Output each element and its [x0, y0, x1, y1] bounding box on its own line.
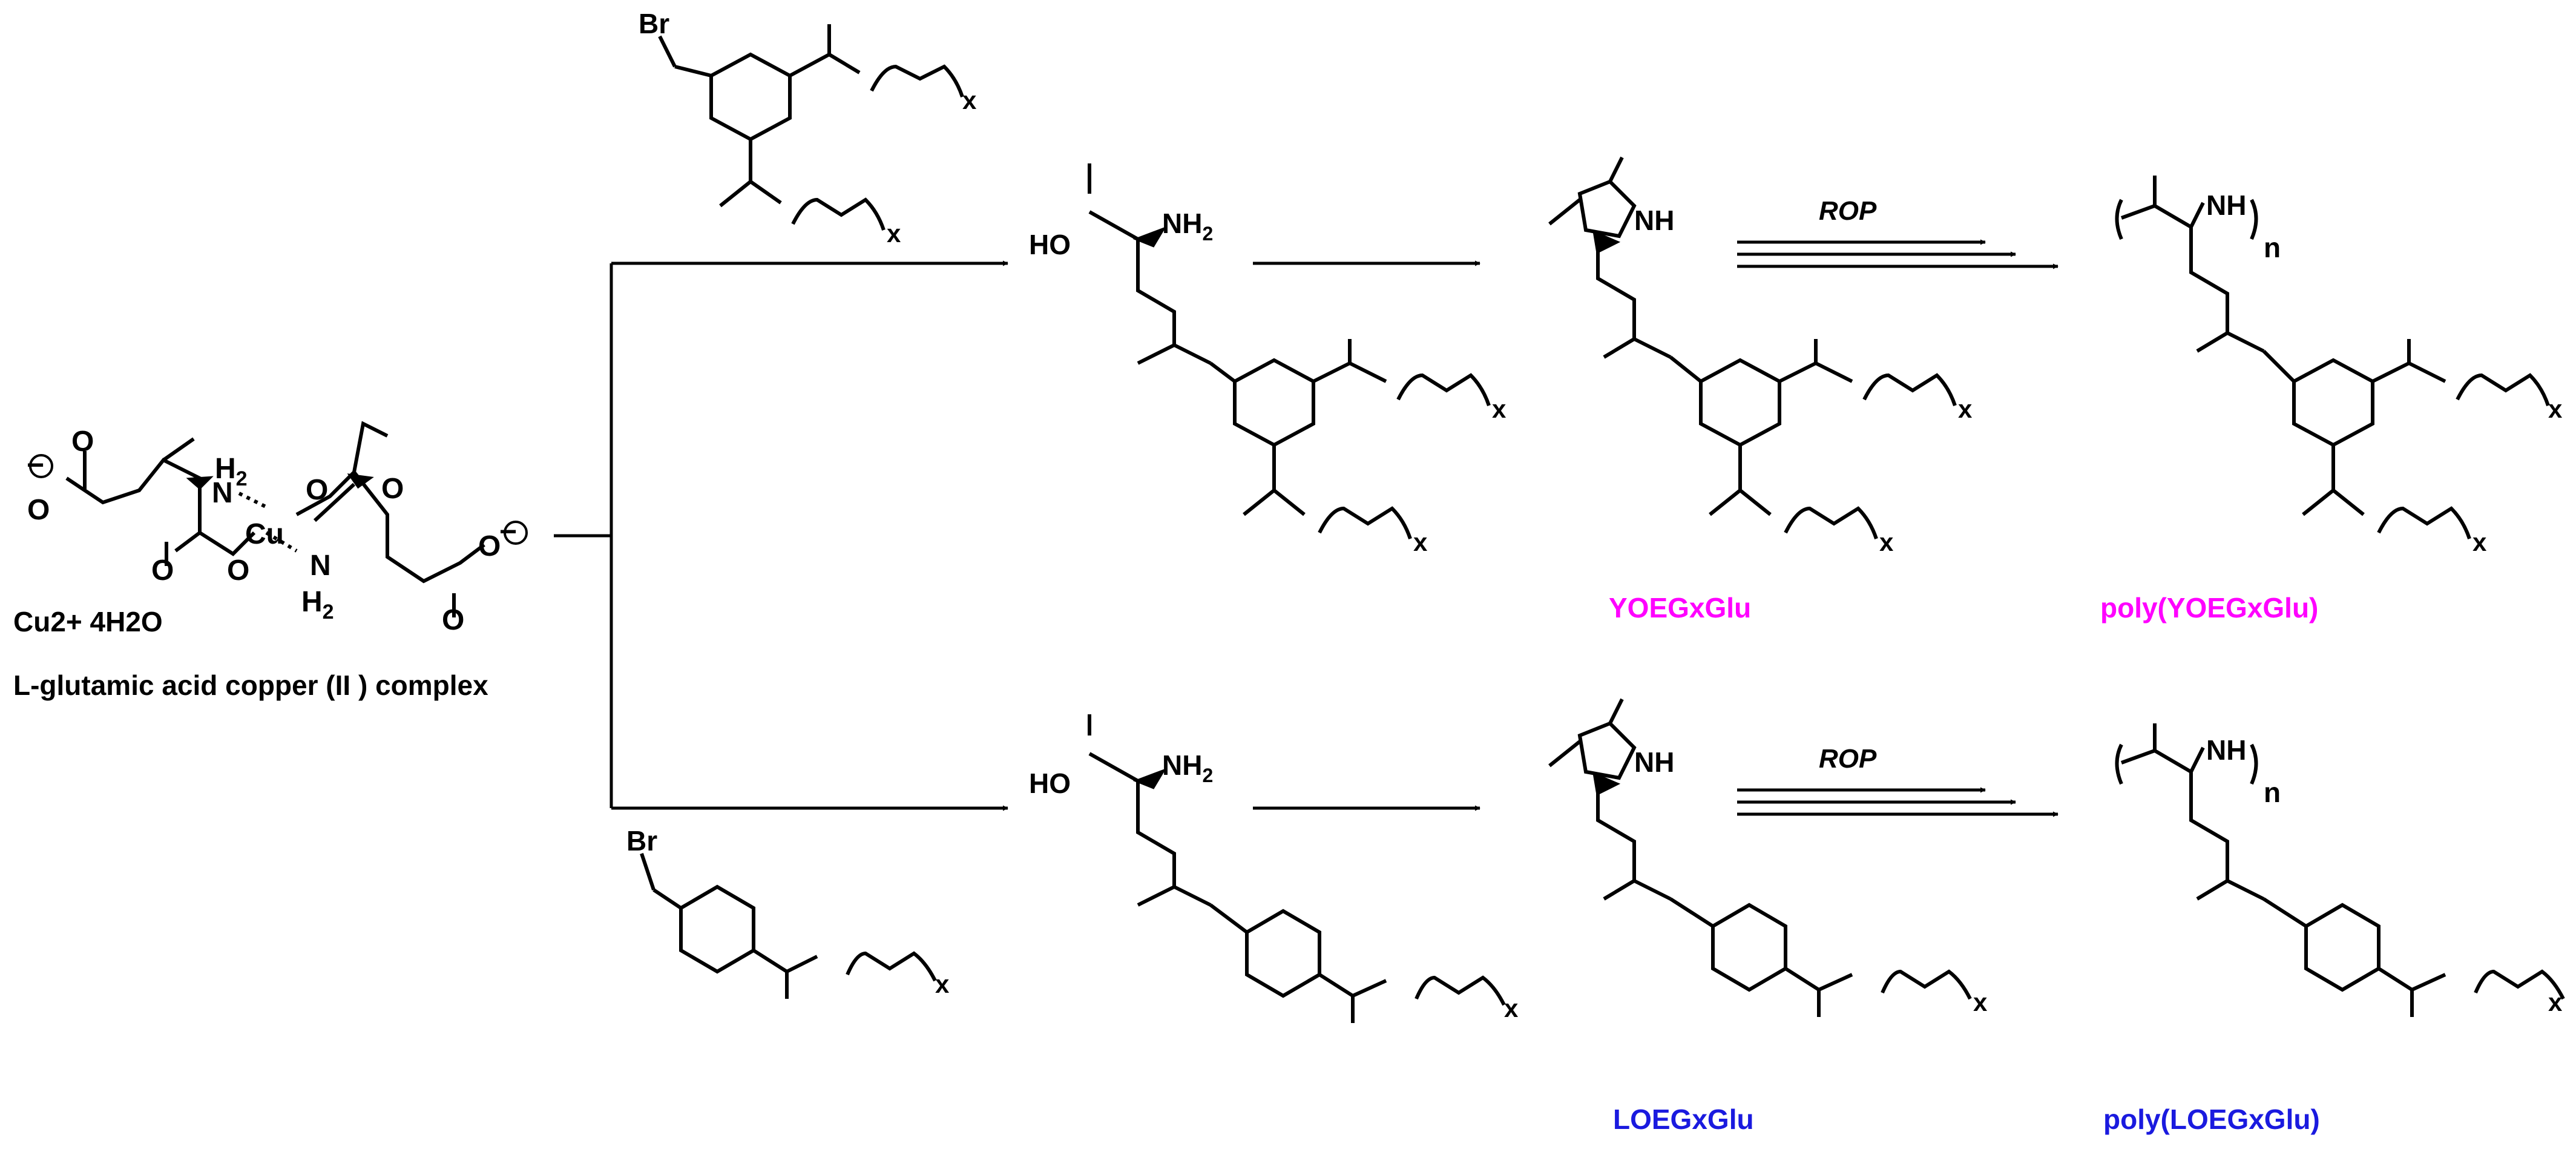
peg-x-9: x — [1973, 988, 1988, 1016]
top-aa-hydroxyl: HO — [1029, 229, 1071, 260]
complex-name-label: L-glutamic acid copper (II ) complex — [13, 670, 488, 701]
step-arrows — [1253, 260, 1480, 811]
yoeg-polymer-label: poly(YOEGxGlu) — [2100, 592, 2318, 624]
rop-arrows-top — [1737, 239, 2058, 269]
loeg-monomer-label: LOEGxGlu — [1613, 1104, 1754, 1135]
peg-x-6: x — [1504, 994, 1519, 1022]
counter-ion-label: Cu2+ 4H2O — [13, 606, 163, 637]
loeg-nca-nh: NH — [1634, 746, 1674, 778]
complex-o-2: O — [71, 426, 94, 458]
bottom-reagent-structure — [640, 853, 937, 999]
yoeg-polymer-structure — [2115, 176, 2550, 539]
top-amino-acid-structure — [1088, 163, 1491, 539]
copper-complex-structure — [65, 421, 485, 617]
loeg-polymer-label: poly(LOEGxGlu) — [2103, 1104, 2320, 1135]
bottom-amino-acid-structure — [1088, 714, 1506, 1023]
peg-x-10: x — [2548, 395, 2563, 423]
complex-o-4: O — [227, 554, 249, 587]
yoeg-nca-nh: NH — [1634, 205, 1674, 236]
peg-x-8: x — [1879, 528, 1894, 556]
top-reagent-br: Br — [639, 8, 669, 39]
complex-o-6: O — [381, 473, 404, 505]
rop-arrows-bottom — [1737, 787, 2058, 817]
yoeg-polymer-nh: NH — [2206, 189, 2246, 221]
complex-o-8: O — [478, 530, 501, 562]
loeg-monomer-structure — [1548, 698, 1972, 1017]
branch-connector — [554, 260, 1008, 811]
peg-x-3: x — [935, 970, 950, 998]
bottom-reagent-br: Br — [626, 825, 657, 857]
complex-o-5: O — [306, 474, 328, 506]
charge-circle-right — [504, 521, 528, 545]
complex-o-7: O — [442, 604, 464, 636]
peg-x-12: x — [2548, 988, 2563, 1016]
complex-n-2-label: N — [310, 550, 331, 582]
peg-x-5: x — [1413, 528, 1428, 556]
bottom-aa-amine: NH2 — [1162, 749, 1213, 786]
peg-x-1: x — [962, 86, 977, 114]
peg-x-2: x — [887, 219, 901, 248]
charge-circle-left — [29, 454, 53, 478]
complex-o-3: O — [151, 554, 174, 587]
loeg-polymer-n: n — [2264, 777, 2281, 808]
yoeg-monomer-label: YOEGxGlu — [1609, 592, 1751, 624]
complex-n-1-label: N — [212, 477, 233, 509]
peg-repeat-labels: x x x x x x x x x x x x — [887, 86, 2563, 1022]
bottom-aa-hydroxyl: HO — [1029, 768, 1071, 799]
loeg-polymer-structure — [2115, 723, 2565, 1017]
rop-label-top: ROP — [1819, 196, 1877, 226]
yoeg-monomer-structure — [1548, 156, 1957, 539]
peg-x-11: x — [2472, 528, 2487, 556]
top-aa-amine: NH2 — [1162, 208, 1213, 245]
loeg-polymer-nh: NH — [2206, 734, 2246, 766]
yoeg-polymer-n: n — [2264, 232, 2281, 263]
top-reagent-structure — [658, 24, 964, 231]
peg-x-4: x — [1492, 395, 1506, 423]
complex-n-2: H2 — [301, 586, 334, 624]
peg-x-7: x — [1958, 395, 1973, 423]
rop-label-bottom: ROP — [1819, 744, 1877, 774]
complex-o-1: O — [27, 494, 50, 526]
copper-label: Cu — [245, 518, 284, 550]
